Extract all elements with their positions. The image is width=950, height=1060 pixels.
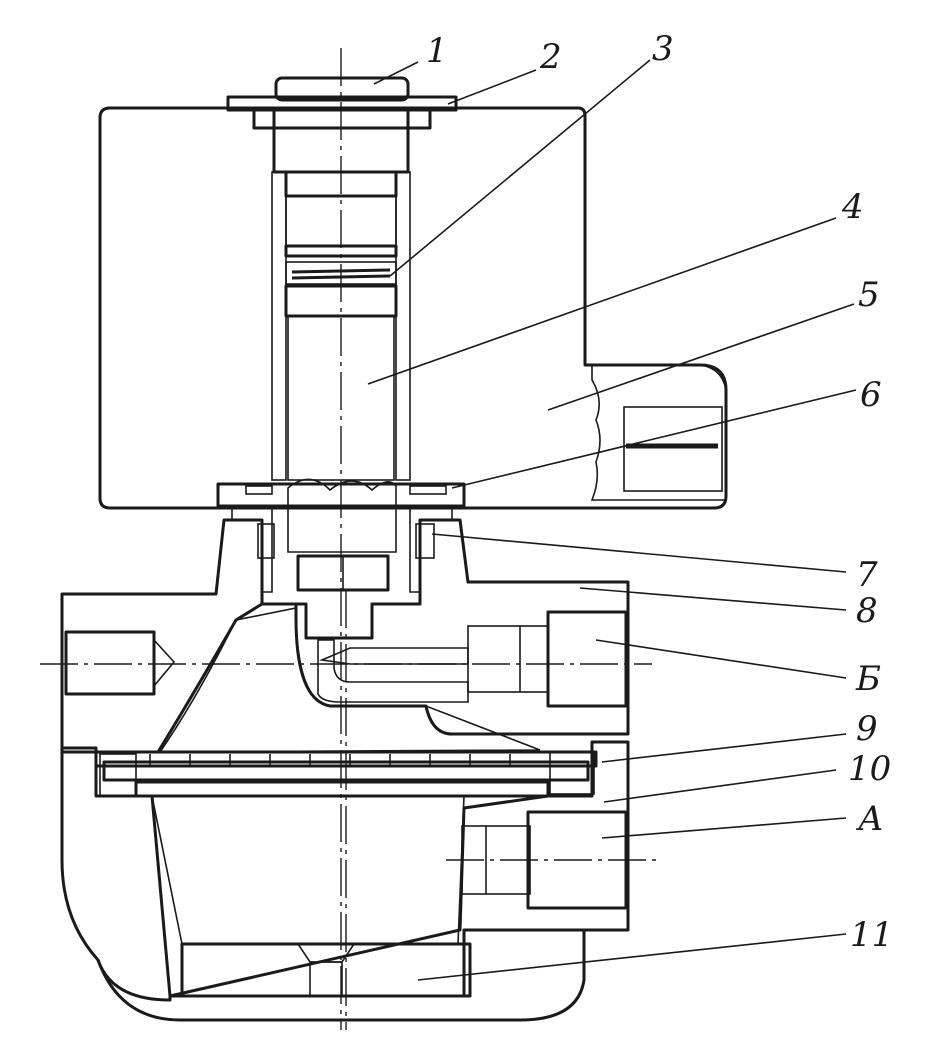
label-6: 6 [860,375,882,415]
valve-body-lower [60,740,630,1022]
label-8: 8 [856,591,878,631]
label-a: А [856,799,884,839]
label-5: 5 [858,275,880,315]
part-labels: 1 2 3 4 5 6 7 8 Б 9 10 А 11 [426,29,893,955]
label-2: 2 [539,37,562,77]
label-3: 3 [652,29,674,69]
label-b: Б [855,659,881,699]
label-11: 11 [850,915,893,955]
top-nut [226,76,458,174]
label-10: 10 [848,749,891,789]
label-7: 7 [856,555,878,595]
label-1: 1 [426,31,448,71]
label-9: 9 [856,709,878,749]
center-axes [40,48,660,1030]
leader-lines [367,59,857,981]
coil-housing [98,106,728,510]
label-4: 4 [841,187,864,227]
